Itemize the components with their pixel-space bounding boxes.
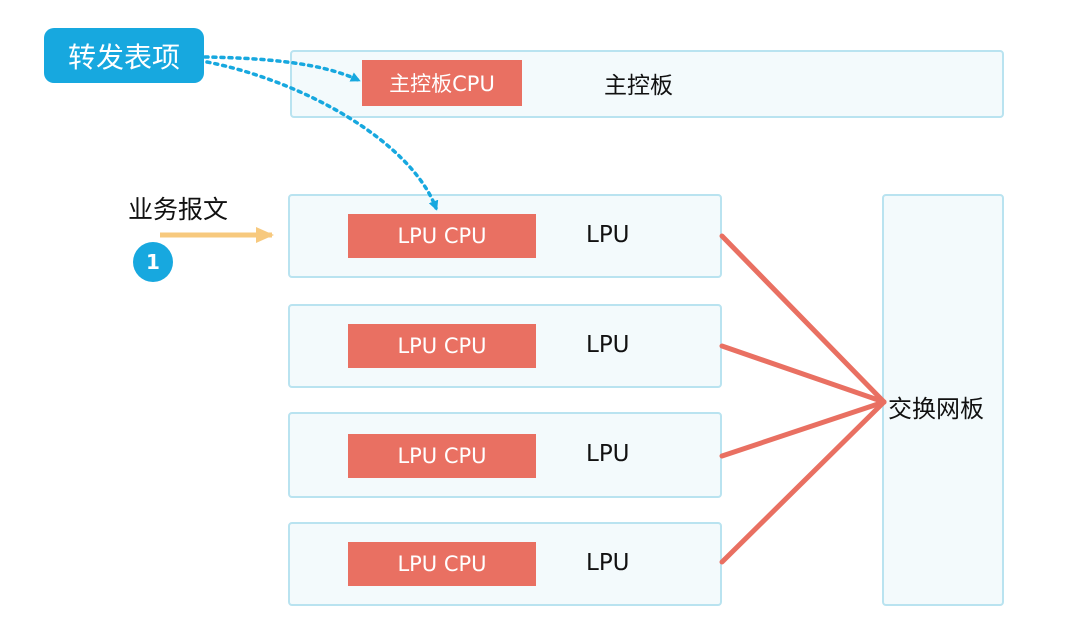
lpu-label: LPU (586, 441, 630, 467)
dotted-arrow-to-lpu-cpu (205, 60, 439, 211)
fabric-link-line (719, 399, 887, 565)
main-board-label: 主控板 (604, 73, 673, 99)
lpu-cpu: LPU CPU (348, 324, 536, 368)
lpu-cpu: LPU CPU (348, 434, 536, 478)
lpu-cpu: LPU CPU (348, 214, 536, 258)
lpu-label: LPU (586, 222, 630, 248)
switch-fabric-label: 交换网板 (888, 395, 984, 423)
fabric-link-line (719, 343, 887, 405)
lpu-cpu: LPU CPU (348, 542, 536, 586)
switch-fabric-board (882, 194, 1004, 606)
lpu-label: LPU (586, 332, 630, 358)
service-packet-label: 业务报文 (128, 195, 229, 224)
forwarding-table-tag: 转发表项 (44, 28, 204, 83)
lpu-label: LPU (586, 550, 630, 576)
dotted-arrow-to-main-cpu (203, 55, 361, 82)
fabric-link-line (719, 233, 887, 405)
main-board-cpu: 主控板CPU (362, 60, 522, 106)
fabric-link-line (719, 399, 887, 459)
step-number-badge: 1 (133, 242, 173, 282)
